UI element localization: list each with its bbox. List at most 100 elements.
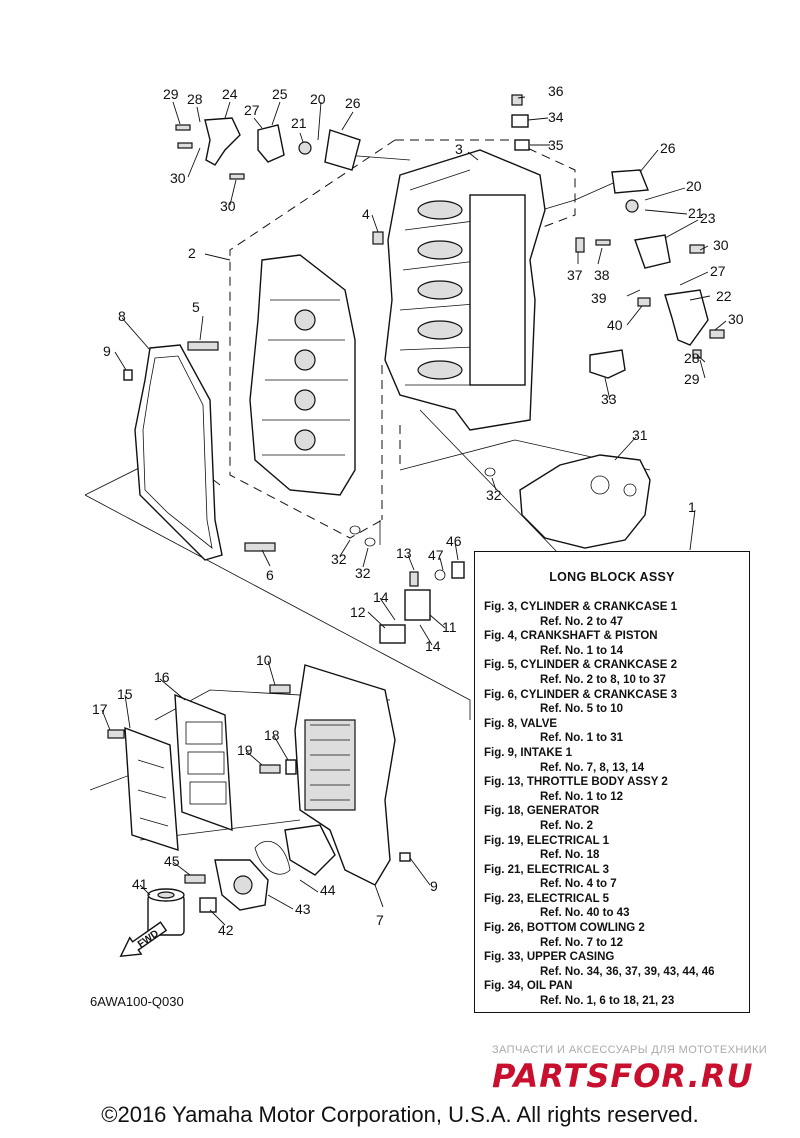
callout-20: 20 (310, 91, 326, 107)
cylinder-block (384, 149, 546, 431)
callout-1: 1 (688, 499, 696, 515)
legend-entry: Fig. 3, CYLINDER & CRANKCASE 1 Ref. No. 2… (484, 600, 745, 629)
legend-fig: Fig. 21, ELECTRICAL 3 (484, 863, 610, 876)
callout-45: 45 (164, 853, 180, 869)
legend-ref: Ref. No. 1 to 12 (540, 790, 624, 803)
callout-39: 39 (591, 290, 607, 306)
thermostat-cover-right (611, 169, 709, 346)
callout-29: 29 (163, 86, 179, 102)
legend-ref: Ref. No. 7 to 12 (540, 936, 624, 949)
callout-10: 10 (256, 652, 272, 668)
callout-22: 22 (716, 288, 732, 304)
exhaust-gasket (519, 454, 651, 549)
legend-ref: Ref. No. 2 to 47 (540, 615, 624, 628)
callout-20: 20 (686, 178, 702, 194)
legend-fig: Fig. 23, ELECTRICAL 5 (484, 892, 610, 905)
legend-ref: Ref. No. 1 to 31 (540, 732, 624, 745)
legend-fig: Fig. 18, GENERATOR (484, 805, 600, 818)
legend-entry: Fig. 8, VALVE Ref. No. 1 to 31 (484, 717, 745, 746)
legend-ref: Ref. No. 40 to 43 (540, 907, 630, 920)
callout-28: 28 (684, 350, 700, 366)
crankcase-gasket (134, 344, 223, 561)
callout-29: 29 (684, 371, 700, 387)
callout-7: 7 (376, 912, 384, 928)
callout-37: 37 (567, 267, 583, 283)
legend-fig: Fig. 3, CYLINDER & CRANKCASE 1 (484, 601, 677, 613)
callout-31: 31 (632, 427, 648, 443)
watermark-logo: PARTSFOR.RU (492, 1058, 753, 1092)
callout-2: 2 (188, 245, 196, 261)
callout-43: 43 (295, 901, 311, 917)
callout-38: 38 (594, 267, 610, 283)
legend-title: LONG BLOCK ASSY (549, 570, 675, 584)
plate-cover (124, 693, 233, 851)
legend-fig: Fig. 6, CYLINDER & CRANKCASE 3 (484, 688, 677, 701)
legend-ref: Ref. No. 18 (540, 849, 600, 862)
oil-filter-housing (214, 859, 269, 911)
callout-27: 27 (244, 102, 260, 118)
legend-list: Fig. 3, CYLINDER & CRANKCASE 1 Ref. No. 2… (484, 600, 745, 1009)
callout-32: 32 (355, 565, 371, 581)
legend-fig: Fig. 5, CYLINDER & CRANKCASE 2 (484, 659, 677, 672)
callout-14: 14 (425, 638, 441, 654)
legend-ref: Ref. No. 34, 36, 37, 39, 43, 44, 46 (540, 965, 715, 978)
legend-ref: Ref. No. 1 to 14 (540, 644, 624, 657)
callout-30: 30 (728, 311, 744, 327)
callout-36: 36 (548, 83, 564, 99)
callout-47: 47 (428, 547, 444, 563)
legend-fig: Fig. 13, THROTTLE BODY ASSY 2 (484, 776, 668, 789)
callout-9: 9 (430, 878, 438, 894)
legend-entry: Fig. 23, ELECTRICAL 5 Ref. No. 40 to 43 (484, 892, 745, 921)
callout-21: 21 (688, 205, 704, 221)
callout-46: 46 (446, 533, 462, 549)
legend-fig: Fig. 33, UPPER CASING (484, 951, 615, 964)
thermostat-cover-left (204, 117, 361, 171)
callout-30: 30 (170, 170, 186, 186)
callout-19: 19 (237, 742, 253, 758)
legend-fig: Fig. 8, VALVE (484, 717, 558, 730)
oring-44 (254, 840, 291, 875)
callout-23: 23 (700, 210, 716, 226)
callout-32: 32 (331, 551, 347, 567)
leader-lines (101, 96, 727, 926)
svg-text:PARTSFOR.RU: PARTSFOR.RU (492, 1058, 753, 1092)
callout-15: 15 (117, 686, 133, 702)
callout-32: 32 (486, 487, 502, 503)
callout-9: 9 (103, 343, 111, 359)
callout-25: 25 (272, 86, 288, 102)
legend-fig: Fig. 19, ELECTRICAL 1 (484, 834, 610, 847)
callout-16: 16 (154, 669, 170, 685)
callout-12: 12 (350, 604, 366, 620)
callout-33: 33 (601, 391, 617, 407)
callout-18: 18 (264, 727, 280, 743)
callout-6: 6 (266, 567, 274, 583)
legend-ref: Ref. No. 2 to 8, 10 to 37 (540, 673, 666, 686)
callout-30: 30 (713, 237, 729, 253)
legend-entry: Fig. 19, ELECTRICAL 1 Ref. No. 18 (484, 834, 745, 863)
legend-ref: Ref. No. 2 (540, 819, 594, 832)
legend-fig: Fig. 9, INTAKE 1 (484, 746, 572, 759)
callout-14: 14 (373, 589, 389, 605)
callout-42: 42 (218, 922, 234, 938)
fwd-arrow: FWD (119, 921, 168, 958)
callout-41: 41 (132, 876, 148, 892)
callout-34: 34 (548, 109, 564, 125)
assembly-dashed-lines (229, 139, 576, 539)
copyright-notice: ©2016 Yamaha Motor Corporation, U.S.A. A… (101, 1102, 699, 1127)
legend-fig: Fig. 26, BOTTOM COWLING 2 (484, 922, 645, 935)
figure-code: 6AWA100-Q030 (90, 994, 184, 1009)
callout-28: 28 (187, 91, 203, 107)
callout-27: 27 (710, 263, 726, 279)
legend-box: LONG BLOCK ASSY Fig. 3, CYLINDER & CRANK… (474, 551, 750, 1013)
callout-17: 17 (92, 701, 108, 717)
